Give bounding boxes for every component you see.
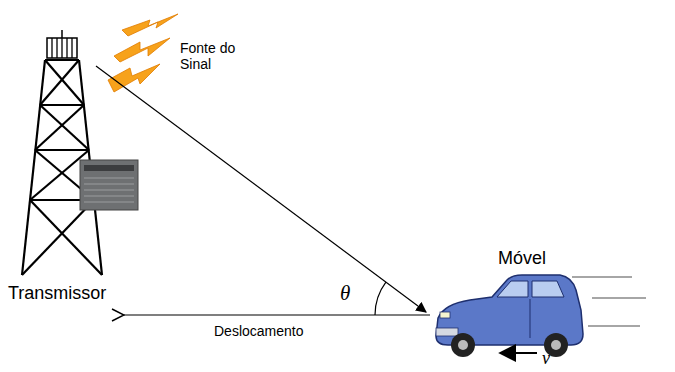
source-label: Fonte do Sinal (180, 40, 260, 72)
equipment-rack (80, 160, 138, 210)
signal-ray (96, 66, 426, 312)
angle-symbol: θ (340, 281, 350, 305)
velocity-symbol: v (542, 348, 550, 369)
signal-bolts (108, 14, 178, 92)
mobile-label: Móvel (498, 248, 546, 269)
displacement-arrow (124, 314, 430, 315)
car (436, 275, 583, 357)
velocity-arrow (500, 352, 537, 354)
displacement-label: Deslocamento (214, 323, 304, 339)
transmitter-tower (22, 30, 102, 275)
transmitter-label: Transmissor (8, 283, 106, 304)
angle-arc (375, 282, 386, 315)
motion-lines (572, 277, 646, 326)
